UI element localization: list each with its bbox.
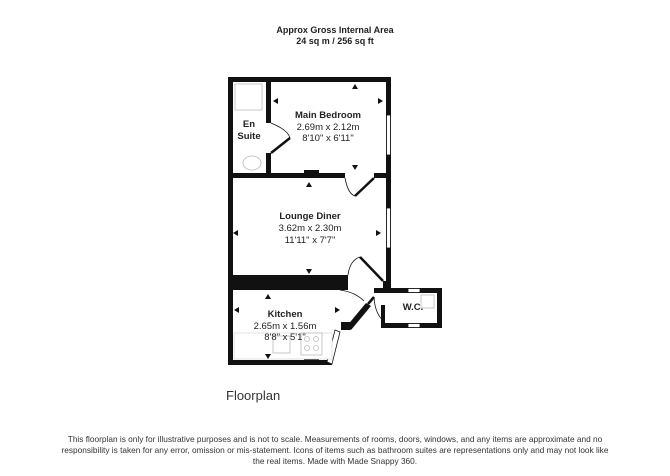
fixtures (233, 83, 435, 360)
room-metric: 3.62m x 2.30m (279, 223, 342, 234)
room-en-suite: En Suite (237, 119, 260, 142)
sink-icon (242, 155, 262, 171)
room-imperial: 8'8" x 5'1" (264, 332, 306, 343)
shower-icon (234, 83, 263, 111)
disclaimer: This floorplan is only for illustrative … (61, 434, 609, 466)
room-kitchen: Kitchen 2.65m x 1.56m 8'8" x 5'1" (254, 309, 317, 343)
area-value: 24 sq m / 256 sq ft (296, 36, 374, 46)
room-name: Main Bedroom (295, 110, 361, 121)
room-imperial: 11'11" x 7'7" (285, 235, 336, 246)
room-name: W.C. (403, 302, 424, 313)
toilet-icon (420, 294, 435, 309)
room-metric: 2.65m x 1.56m (254, 321, 317, 332)
measure-arrows (233, 84, 383, 359)
room-imperial: 8'10" x 6'11" (302, 133, 353, 144)
room-main-bedroom: Main Bedroom 2.69m x 2.12m 8'10" x 6'11" (295, 110, 361, 144)
room-name: Suite (237, 131, 260, 142)
room-wc: W.C. (403, 302, 424, 313)
floor-label: Floorplan (226, 388, 281, 403)
room-name: En (243, 119, 255, 130)
kitchen-sink-icon (272, 335, 291, 354)
walls (228, 77, 442, 365)
room-name: Kitchen (268, 309, 303, 320)
room-lounge-diner: Lounge Diner 3.62m x 2.30m 11'11" x 7'7" (279, 211, 342, 246)
room-name: Lounge Diner (279, 211, 341, 222)
area-title: Approx Gross Internal Area (276, 25, 394, 35)
room-metric: 2.69m x 2.12m (297, 122, 360, 133)
doors (270, 122, 386, 323)
